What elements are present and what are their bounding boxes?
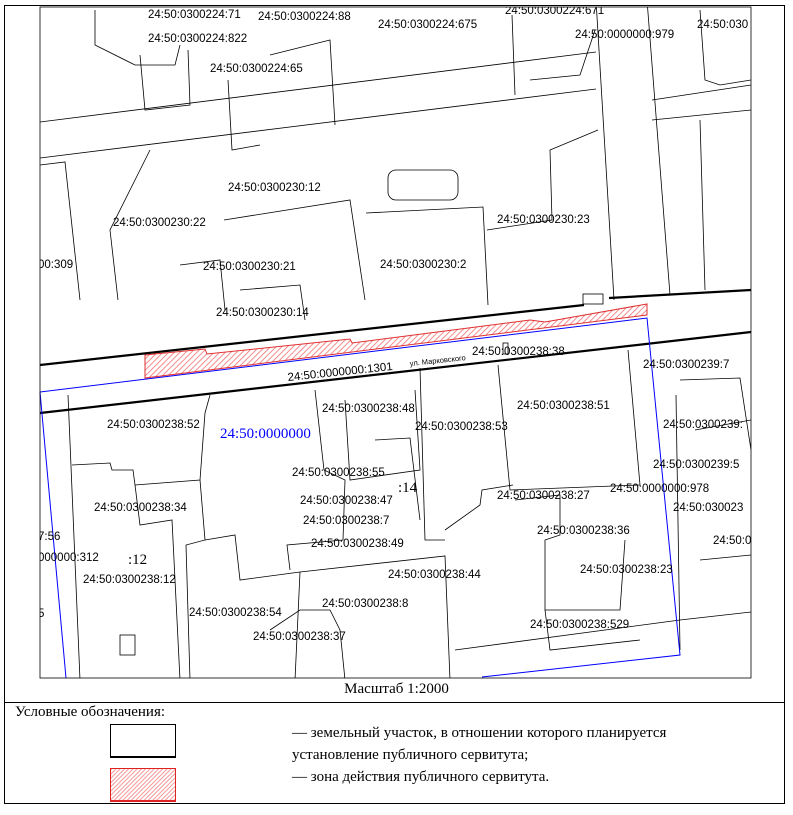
legend-servitude-symbol xyxy=(110,768,176,802)
parcel-label: 24:50:0300238:51 xyxy=(517,400,610,412)
cadastral-map: 24:50:0300224:71 24:50:0300224:88 24:50:03… xyxy=(38,5,752,679)
document-frame xyxy=(4,5,785,804)
parcel-label: 24:50:0300224:88 xyxy=(258,11,351,23)
parcel-label: 24:50:0300230:12 xyxy=(228,182,321,194)
parcel-label: 24:50:0300238:48 xyxy=(322,403,415,415)
parcel-label: 24:50:0300224:65 xyxy=(210,63,303,75)
parcel-label: 24:50:0300239: xyxy=(663,419,743,431)
parcel-label: 24:50:030 xyxy=(697,19,748,31)
scale-label: Масштаб 1:2000 xyxy=(344,681,449,697)
parcel-label: 24:50:0300230:2 xyxy=(380,259,466,271)
parcel-label: 24:50:0300230:23 xyxy=(497,214,590,226)
parcel-label: 24:50:0300239:5 xyxy=(653,459,739,471)
parcel-label: 24:50:0300230:22 xyxy=(113,217,206,229)
parcel-label: 24:50:030023 xyxy=(673,502,743,514)
parcel-label: 24:50:0300224:671 xyxy=(505,5,604,17)
legend-item-servitude: — зона действия публичного сервитута. xyxy=(292,769,550,785)
parcel-lines xyxy=(40,7,751,678)
parcel-label: 24:50:0300230:21 xyxy=(203,261,296,273)
legend-item-parcel-line2: установление публичного сервитута; xyxy=(292,747,529,763)
parcel-label: 24:50:0300238:7 xyxy=(303,515,389,527)
legend-item-parcel-line1: — земельный участок, в отношении которог… xyxy=(292,725,667,741)
parcel-label: 24:50:0300238:12 xyxy=(83,574,176,586)
parcel-label: 000000:312 xyxy=(38,552,99,564)
parcel-label: 24:50:0300238:53 xyxy=(415,421,508,433)
parcel-label: 24:50:0300238:8 xyxy=(322,598,408,610)
parcel-label: 24:50:0300238:529 xyxy=(530,619,629,631)
target-parcel-label: 24:50:0000000 xyxy=(220,426,311,442)
parcel-label: 24:50:0 xyxy=(713,535,751,547)
parcel-label: 24:50:0000000:978 xyxy=(610,483,709,495)
parcel-label: 5 xyxy=(38,608,44,620)
parcel-label: 24:50:0300238:34 xyxy=(94,502,187,514)
parcel-label: 24:50:0300238:47 xyxy=(300,495,393,507)
divider xyxy=(4,702,785,703)
parcel-label: 24:50:0300238:36 xyxy=(537,525,630,537)
parcel-label: 24:50:0300238:37 xyxy=(253,631,346,643)
legend-parcel-symbol xyxy=(110,724,176,758)
parcel-label: 24:50:0300238:27 xyxy=(497,490,590,502)
parcel-label: 24:50:0300238:38 xyxy=(472,346,565,358)
parcel-label: 24:50:0300238:55 xyxy=(292,467,385,479)
parcel-label: 24:50:0300224:71 xyxy=(148,9,241,21)
parcel-label: 24:50:0300238:52 xyxy=(107,419,200,431)
legend-title: Условные обозначения: xyxy=(15,704,166,720)
parcel-label: 24:50:0300230:14 xyxy=(216,307,309,319)
parcel-label: 24:50:0300238:54 xyxy=(189,607,282,619)
parcel-label: 24:50:0300224:675 xyxy=(378,19,477,31)
parcel-label: 00:309 xyxy=(38,259,73,271)
road-parcel-label: 24:50:0000000:1301 xyxy=(287,361,393,384)
parcel-label: 24:50:0300224:822 xyxy=(148,33,247,45)
parcel-label: :14 xyxy=(398,480,418,496)
parcel-label: 24:50:0300239:7 xyxy=(643,359,729,371)
target-parcel-boundary xyxy=(40,317,681,678)
servitude-zone xyxy=(144,303,648,379)
parcel-label: 24:50:0000000:979 xyxy=(575,29,674,41)
parcel-label: :12 xyxy=(128,552,147,568)
parcel-label: 24:50:0300238:23 xyxy=(580,564,673,576)
map-border xyxy=(39,6,752,679)
parcel-label: 24:50:0300238:49 xyxy=(311,538,404,550)
parcel-label: 7:56 xyxy=(38,531,60,543)
parcel-label: 24:50:0300238:44 xyxy=(388,569,481,581)
